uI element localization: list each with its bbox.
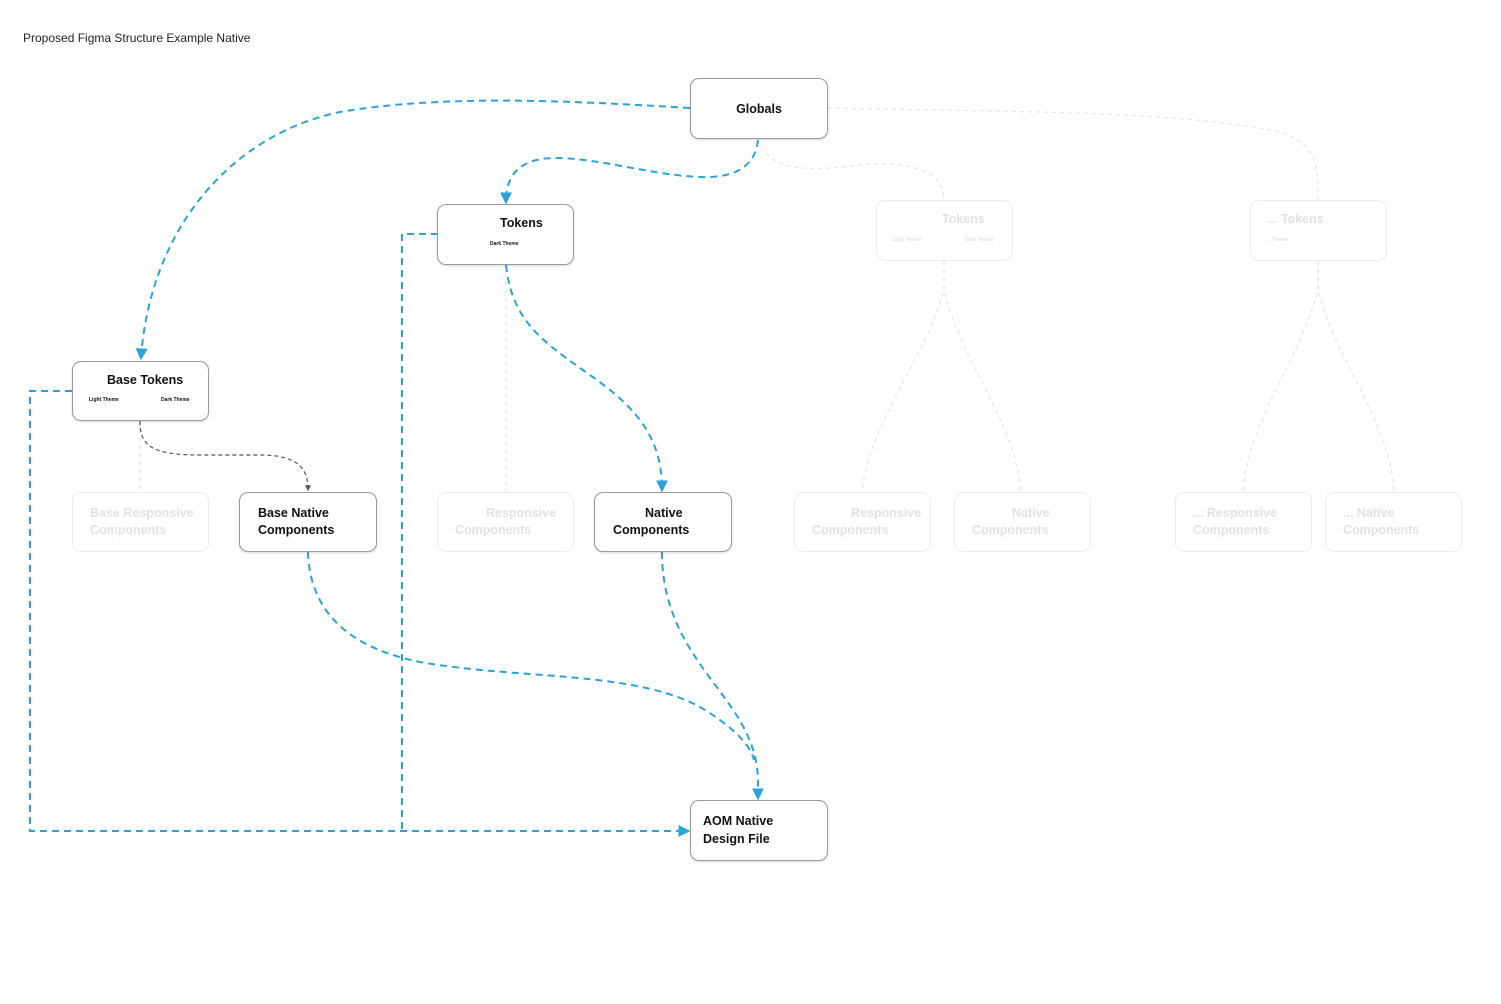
connector-globals-to-tokens (500, 139, 759, 205)
responsive-components-node[interactable]: Responsive Components (437, 492, 574, 552)
base-responsive-line1: Base Responsive (90, 506, 194, 520)
tokens-node[interactable]: Tokens Dark Theme (437, 204, 574, 265)
responsive-line1: Responsive (486, 506, 557, 520)
base-tokens-node[interactable]: Base Tokens Light Theme Dark Theme (72, 361, 209, 421)
connector-basetokens-to-basenative (139, 420, 311, 492)
native-components-2-node[interactable]: Native Components (954, 492, 1091, 552)
tokens-faded-dark-theme-label: Dark Theme (965, 237, 994, 243)
responsive-components-2-node[interactable]: Responsive Components (794, 492, 931, 552)
responsive-2-line1: Responsive (851, 506, 922, 520)
base-tokens-label: Base Tokens (107, 373, 184, 387)
base-responsive-components-node[interactable]: Base Responsive Components (72, 492, 209, 552)
connector-ellipsistokens-to-ellipsisnative (1317, 261, 1395, 493)
base-responsive-line2: Components (90, 523, 167, 537)
connector-ellipsistokens-to-ellipsisresponsive (1242, 261, 1319, 493)
ellipsis-native-line1: ... Native (1343, 506, 1395, 520)
responsive-2-line2: Components (812, 523, 889, 537)
connector-globals-to-basetokens (135, 99, 691, 361)
tokens-faded-light-theme-label: Light Theme (892, 237, 922, 243)
responsive-line2: Components (455, 523, 532, 537)
ellipsis-tokens-node[interactable]: ... Tokens ... Theme (1250, 200, 1387, 261)
ellipsis-tokens-label: ... Tokens (1267, 212, 1324, 226)
connector-tokens-to-aom (401, 233, 438, 831)
base-native-line2: Components (258, 523, 335, 537)
ellipsis-responsive-components-node[interactable]: ... Responsive Components (1175, 492, 1312, 552)
connector-basetokens-to-aom (29, 390, 691, 837)
connector-globals-to-ellipsis-tokens (827, 107, 1319, 201)
ellipsis-tokens-theme-label: ... Theme (1267, 237, 1289, 243)
connector-tokens-to-native (505, 264, 668, 493)
base-native-line1: Base Native (258, 506, 329, 520)
base-tokens-light-theme-label: Light Theme (89, 397, 119, 403)
aom-native-design-file-node[interactable]: AOM Native Design File (690, 800, 828, 861)
tokens-faded-label: Tokens (942, 212, 985, 226)
aom-line2: Design File (703, 832, 770, 846)
tokens-faded-node[interactable]: Tokens Light Theme Dark Theme (876, 200, 1013, 261)
page-title: Proposed Figma Structure Example Native (23, 31, 251, 45)
connector-basenative-to-aom (307, 551, 755, 761)
base-native-components-node[interactable]: Base Native Components (239, 492, 377, 552)
tokens-dark-theme-label: Dark Theme (490, 241, 519, 247)
base-tokens-dark-theme-label: Dark Theme (161, 397, 190, 403)
native-components-node[interactable]: Native Components (594, 492, 732, 552)
ellipsis-responsive-line1: ... Responsive (1193, 506, 1278, 520)
ellipsis-native-components-node[interactable]: ... Native Components (1325, 492, 1462, 552)
connector-globals-to-tokens-faded (757, 139, 945, 201)
globals-label: Globals (736, 102, 782, 116)
tokens-label: Tokens (500, 216, 543, 230)
connector-tokensfaded-to-responsive2 (861, 261, 945, 493)
connector-native-to-aom (661, 551, 765, 801)
native-line1: Native (645, 506, 683, 520)
native-2-line2: Components (972, 523, 1049, 537)
ellipsis-responsive-line2: Components (1193, 523, 1270, 537)
native-2-line1: Native (1012, 506, 1050, 520)
aom-line1: AOM Native (703, 814, 774, 828)
connector-tokensfaded-to-native2 (943, 261, 1022, 493)
ellipsis-native-line2: Components (1343, 523, 1420, 537)
globals-node[interactable]: Globals (690, 78, 828, 139)
native-line2: Components (613, 523, 690, 537)
